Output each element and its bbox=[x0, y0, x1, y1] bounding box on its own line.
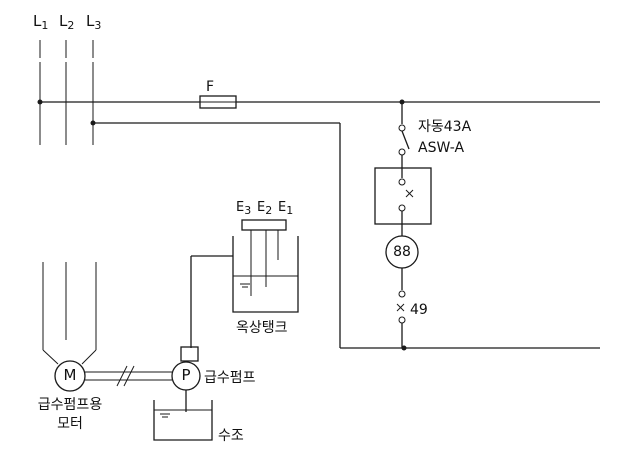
electrode-label-e3: E3 bbox=[236, 200, 252, 217]
motor-supply-lines bbox=[42, 262, 97, 365]
shaft-coupling bbox=[85, 365, 172, 387]
motor-label-line2: 모터 bbox=[57, 416, 83, 432]
electrode-label-e2: E2 bbox=[257, 200, 273, 217]
phase-label-l1: L1 bbox=[33, 12, 49, 32]
control-branch bbox=[374, 102, 432, 348]
rooftop-tank-assembly bbox=[190, 219, 299, 348]
contactor-label: 88 bbox=[393, 244, 411, 260]
fuse-symbol bbox=[199, 95, 237, 109]
phase-lines-upper bbox=[39, 40, 94, 145]
motor-symbol-label: M bbox=[63, 366, 77, 384]
second-supply-line bbox=[90, 120, 600, 351]
electrode-label-e1: E1 bbox=[278, 200, 294, 217]
fuse-label: F bbox=[206, 79, 215, 95]
reservoir-label: 수조 bbox=[218, 428, 244, 444]
motor-label-line1: 급수펌프용 bbox=[37, 397, 103, 413]
phase-label-l3: L3 bbox=[86, 12, 102, 32]
switch-model-label: ASW-A bbox=[418, 140, 465, 156]
pump-label: 급수펌프 bbox=[204, 370, 256, 386]
pump-symbol-label: P bbox=[181, 366, 191, 384]
rooftop-tank-label: 옥상탱크 bbox=[236, 320, 288, 336]
thermal-relay-label: 49 bbox=[410, 302, 428, 318]
main-bus-line bbox=[37, 99, 600, 105]
motor-symbol-circle bbox=[54, 360, 86, 392]
phase-label-l2: L2 bbox=[59, 12, 75, 32]
auto-switch-label: 자동43A bbox=[418, 119, 472, 135]
reservoir bbox=[153, 400, 213, 441]
pump-assembly bbox=[171, 346, 201, 412]
